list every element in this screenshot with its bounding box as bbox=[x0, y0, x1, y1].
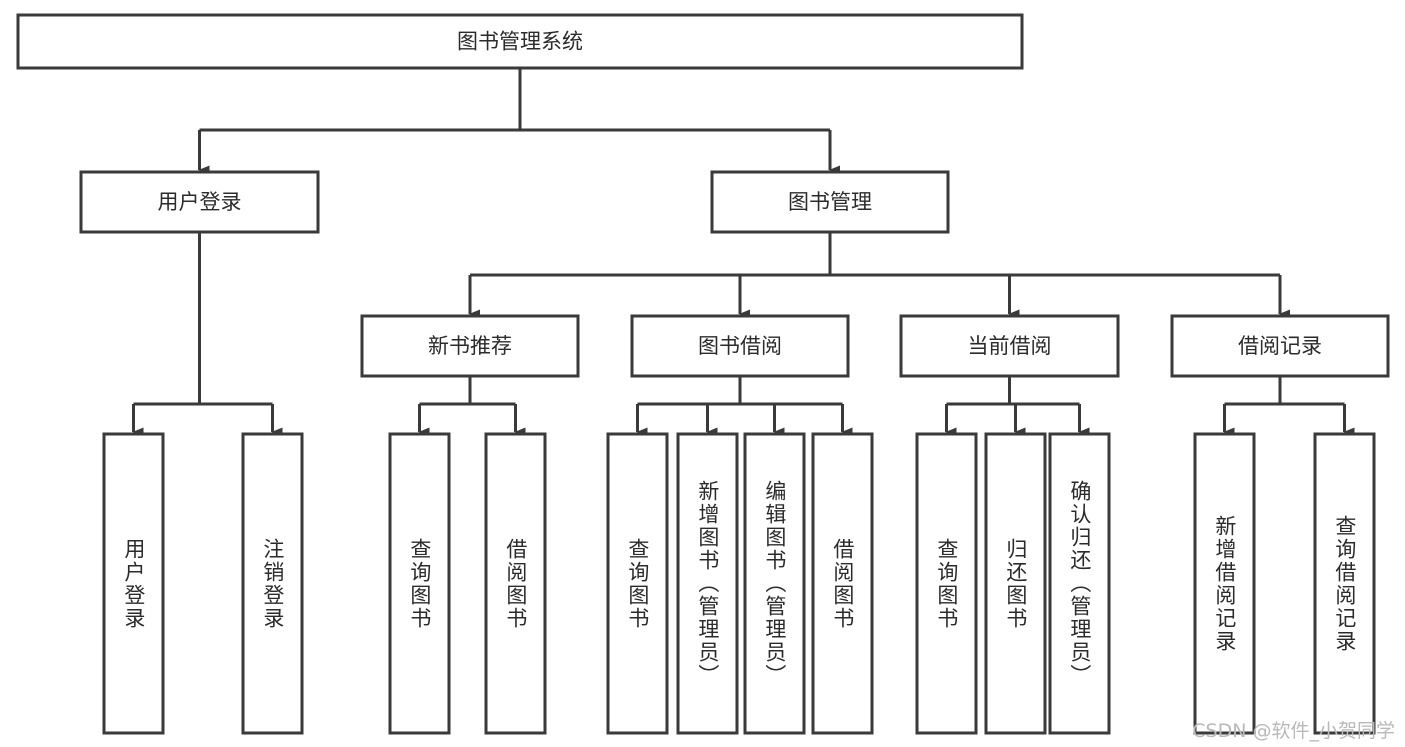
node-box-root[interactable] bbox=[16, 13, 1024, 70]
node-box-leaf-0[interactable] bbox=[102, 432, 165, 735]
node-label-level2-0: 用户登录 bbox=[158, 190, 242, 214]
node-box-leaf-9[interactable] bbox=[984, 432, 1047, 735]
node-box-leaf-8[interactable] bbox=[915, 432, 978, 735]
node-box-level3-0[interactable] bbox=[360, 314, 580, 378]
node-box-level2-0[interactable] bbox=[79, 170, 320, 234]
connector-layer bbox=[132, 68, 1355, 437]
node-label-level3-0: 新书推荐 bbox=[428, 334, 512, 358]
node-label-level3-3: 借阅记录 bbox=[1238, 334, 1322, 358]
node-box-level3-3[interactable] bbox=[1170, 314, 1390, 378]
node-box-leaf-11[interactable] bbox=[1193, 432, 1256, 735]
node-box-leaf-7[interactable] bbox=[811, 432, 874, 735]
node-box-level3-1[interactable] bbox=[630, 314, 850, 378]
node-box-layer bbox=[16, 13, 1390, 735]
node-box-leaf-4[interactable] bbox=[606, 432, 669, 735]
node-box-leaf-2[interactable] bbox=[388, 432, 451, 735]
node-box-leaf-6[interactable] bbox=[743, 432, 806, 735]
node-box-leaf-5[interactable] bbox=[676, 432, 739, 735]
node-label-level2-1: 图书管理 bbox=[788, 190, 872, 214]
node-box-leaf-10[interactable] bbox=[1048, 432, 1111, 735]
node-box-level2-1[interactable] bbox=[710, 170, 950, 234]
node-label-level3-2: 当前借阅 bbox=[968, 334, 1052, 358]
node-box-leaf-1[interactable] bbox=[241, 432, 304, 735]
node-label-level3-1: 图书借阅 bbox=[698, 334, 782, 358]
node-label-root: 图书管理系统 bbox=[457, 30, 583, 54]
node-box-leaf-12[interactable] bbox=[1313, 432, 1376, 735]
csdn-watermark: CSDN @软件_小贺同学 bbox=[1192, 720, 1395, 742]
node-box-leaf-3[interactable] bbox=[484, 432, 547, 735]
node-box-level3-2[interactable] bbox=[899, 314, 1120, 378]
